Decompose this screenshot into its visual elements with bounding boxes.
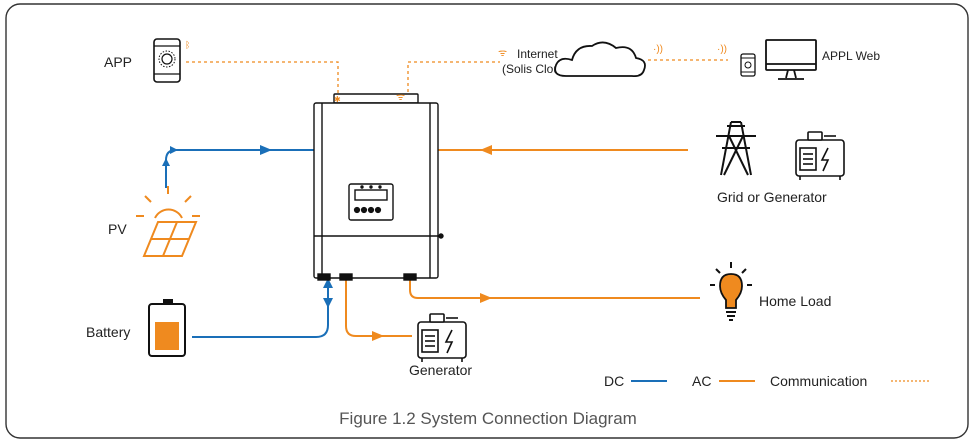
legend-dc-label: DC [604, 373, 624, 389]
internet-wifi-icon: ᯤ [498, 48, 507, 59]
transmission-tower-icon [716, 121, 756, 176]
label-appl-web: APPL Web [822, 49, 880, 63]
dc-lines [161, 146, 329, 338]
battery-icon [148, 299, 186, 357]
label-app: APP [104, 54, 132, 70]
pv-panel-icon [142, 221, 198, 257]
ac-lines [345, 149, 700, 337]
generator-icon [417, 313, 467, 362]
figure-caption: Figure 1.2 System Connection Diagram [339, 409, 637, 428]
label-pv: PV [108, 221, 127, 237]
signal-icon-2: ·)) [717, 44, 727, 55]
ac-arrow-grid [480, 145, 492, 155]
dc-arrow-pv [260, 145, 272, 155]
legend-ac-label: AC [692, 373, 711, 389]
signal-icon-1: ·)) [653, 44, 663, 55]
web-phone-icon [740, 53, 756, 77]
monitor-icon [765, 39, 817, 80]
dc-arrow-battery-down [323, 298, 333, 308]
legend-communication-label: Communication [770, 373, 867, 389]
communication-lines [186, 59, 728, 98]
label-home-load: Home Load [759, 293, 831, 309]
inverter-bluetooth-icon: ✱ [334, 95, 341, 104]
dc-arrow-battery-up [323, 278, 333, 288]
grid-generator-icon [795, 131, 845, 180]
inverter-icon [313, 93, 444, 281]
pv-sun-icon [136, 186, 200, 219]
ac-arrow-generator [372, 331, 384, 341]
label-solis-cloud: (Solis Cloud) [502, 62, 571, 76]
bulb-icon [710, 262, 752, 321]
legend: DC AC Communication [604, 373, 931, 389]
ac-arrow-homeload [480, 293, 492, 303]
label-internet: Internet [517, 47, 558, 61]
label-battery: Battery [86, 324, 130, 340]
label-grid-or-generator: Grid or Generator [717, 189, 827, 205]
inverter-wifi-icon: ᯤ [396, 92, 405, 103]
app-phone-icon [153, 38, 181, 83]
cloud-icon [554, 41, 646, 78]
diagram-frame [5, 3, 969, 439]
label-generator: Generator [409, 362, 472, 378]
app-bluetooth-icon: ᛒ [185, 40, 190, 50]
